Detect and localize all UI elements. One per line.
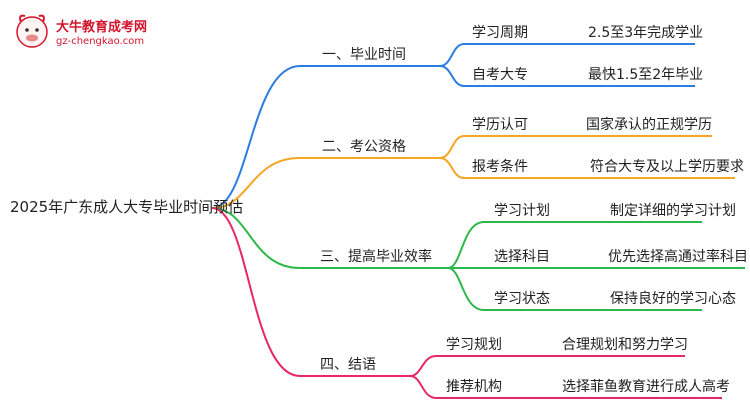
node-value: 制定详细的学习计划 [610, 203, 736, 219]
logo-title: 大牛教育成考网 [56, 20, 148, 35]
connector-branch-3-child-3 [447, 267, 702, 311]
branch-label-civil-service: 二、考公资格 [322, 139, 406, 155]
node-value: 合理规划和努力学习 [562, 337, 688, 353]
node-label: 自考大专 [472, 67, 528, 83]
node-label: 学习规划 [446, 337, 502, 353]
connector-branch-4-child-2 [409, 375, 722, 399]
node-value: 2.5至3年完成学业 [588, 25, 704, 41]
node-value: 优先选择高通过率科目 [608, 249, 748, 265]
node-label: 推荐机构 [446, 379, 502, 395]
connector-branch-4-child-1 [409, 355, 685, 377]
connector-root-branch-2 [211, 157, 440, 209]
connector-root-branch-1 [211, 65, 440, 209]
node-label: 学历认可 [472, 117, 528, 133]
node-label: 学习计划 [494, 203, 550, 219]
site-logo: 大牛教育成考网 gz-chengkao.com [14, 8, 174, 52]
logo-url: gz-chengkao.com [56, 36, 145, 47]
node-value: 选择菲鱼教育进行成人高考 [562, 379, 730, 395]
connector-branch-2-child-2 [439, 157, 735, 179]
node-label: 选择科目 [494, 249, 550, 265]
connector-branch-3-child-1 [447, 221, 702, 269]
root-topic: 2025年广东成人大专毕业时间预估 [10, 198, 244, 216]
connector-branch-1-child-2 [439, 65, 695, 87]
node-value: 国家承认的正规学历 [586, 117, 712, 133]
node-value: 符合大专及以上学历要求 [590, 159, 744, 175]
node-value: 保持良好的学习心态 [610, 291, 736, 307]
branch-label-graduation-time: 一、毕业时间 [322, 47, 406, 63]
node-value: 最快1.5至2年毕业 [588, 67, 704, 83]
connector-branch-2-child-1 [439, 135, 712, 159]
branch-label-conclusion: 四、结语 [320, 357, 376, 373]
connector-root-branch-4 [211, 207, 410, 377]
bull-mascot-icon [16, 14, 48, 48]
connector-branch-1-child-1 [439, 43, 695, 67]
node-label: 报考条件 [472, 159, 528, 175]
node-label: 学习周期 [472, 25, 528, 41]
connector-root-branch-3 [211, 207, 448, 269]
branch-label-efficiency: 三、提高毕业效率 [320, 249, 432, 265]
node-label: 学习状态 [494, 291, 550, 307]
